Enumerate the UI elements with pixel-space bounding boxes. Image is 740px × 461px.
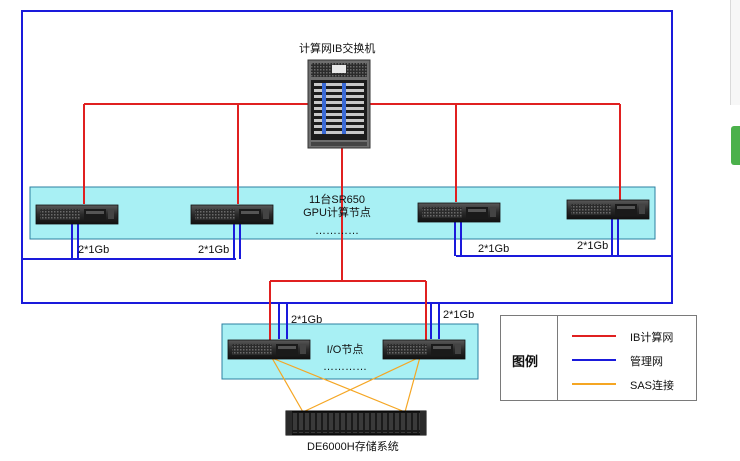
storage-array <box>285 410 427 436</box>
gpu-server-4 <box>566 199 650 220</box>
gpu-link-label-4: 2*1Gb <box>577 240 609 252</box>
gpu-link-label-2: 2*1Gb <box>198 244 230 256</box>
io-link-label-left: 2*1Gb <box>291 314 323 326</box>
legend <box>500 315 697 401</box>
legend-label-sas: SAS连接 <box>630 380 675 392</box>
io-dots: ………… <box>323 361 367 373</box>
legend-line-sas <box>572 383 616 385</box>
gpu-link-label-1: 2*1Gb <box>78 244 110 256</box>
io-server-2 <box>382 339 466 360</box>
legend-line-mgmt <box>572 359 616 361</box>
side-tab[interactable] <box>731 126 740 165</box>
management-network <box>21 10 673 339</box>
io-link-label-right: 2*1Gb <box>443 309 475 321</box>
ib-switch <box>307 59 371 149</box>
sas-connections <box>271 356 421 413</box>
gpu-link-label-3: 2*1Gb <box>478 243 510 255</box>
io-node-label: I/O节点 <box>326 344 364 356</box>
legend-line-ib <box>572 335 616 337</box>
legend-divider <box>557 316 558 400</box>
io-server-1 <box>227 339 311 360</box>
legend-label-ib: IB计算网 <box>630 332 674 344</box>
side-panel-edge <box>730 0 740 105</box>
gpu-server-1 <box>35 204 119 225</box>
gpu-label-line2: GPU计算节点 <box>303 207 371 219</box>
switch-label: 计算网IB交换机 <box>299 43 376 55</box>
gpu-label-line1: 11台SR650 <box>308 194 366 206</box>
legend-label-mgmt: 管理网 <box>630 356 663 368</box>
ib-network <box>83 103 621 341</box>
storage-label: DE6000H存储系统 <box>307 441 399 453</box>
legend-title: 图例 <box>512 354 539 369</box>
gpu-dots: ………… <box>315 225 359 237</box>
gpu-server-3 <box>417 202 501 223</box>
gpu-server-2 <box>190 204 274 225</box>
